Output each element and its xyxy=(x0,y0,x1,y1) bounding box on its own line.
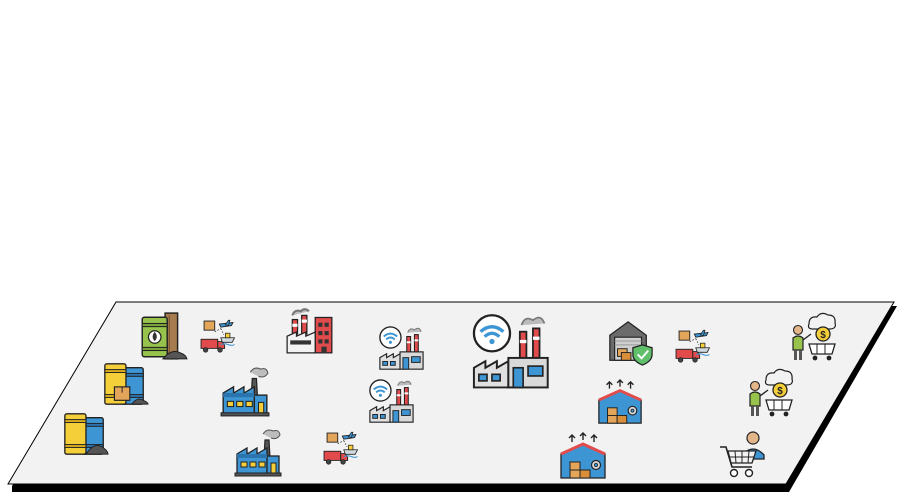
barrels-and-boxes-icon xyxy=(104,363,149,405)
platform xyxy=(7,301,895,485)
barrels-and-coal-icon xyxy=(64,413,109,455)
